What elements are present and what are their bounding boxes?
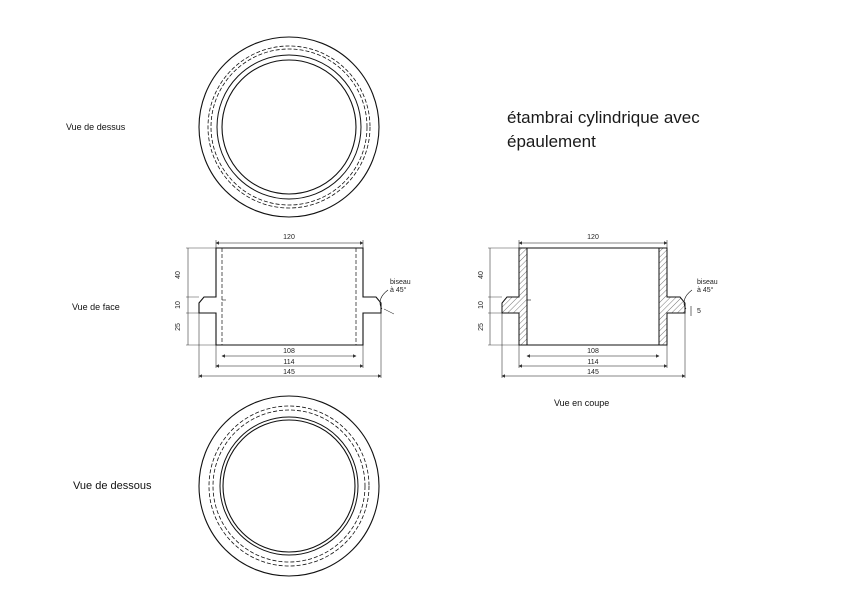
front-dim-108: 108 xyxy=(283,348,295,355)
top-hidden-circle xyxy=(210,48,368,206)
bottom-hidden-circle-1 xyxy=(208,405,370,567)
section-left-wall xyxy=(501,247,528,346)
bottom-inner-circle xyxy=(222,419,356,553)
section-dim-114: 114 xyxy=(587,359,598,366)
bottom-hidden-circle-2 xyxy=(212,409,366,563)
section-right-wall xyxy=(658,247,686,346)
top-bore-outer-circle xyxy=(216,54,362,200)
front-outline xyxy=(198,247,382,346)
bottom-mid-circle xyxy=(219,416,359,556)
section-view-dimensions: 120 108 114 145 40 10 25 5 biseau à 45° xyxy=(478,234,718,376)
front-bevel-label-1: biseau xyxy=(390,279,411,286)
front-dim-10: 10 xyxy=(175,301,182,309)
front-dim-40: 40 xyxy=(175,271,182,279)
drawing-title-line-2: épaulement xyxy=(507,132,596,151)
bottom-view-drawing xyxy=(198,395,380,577)
front-bevel-label-2: à 45° xyxy=(390,286,407,294)
top-view-label: Vue de dessus xyxy=(66,122,126,132)
front-dim-145: 145 xyxy=(283,369,295,376)
section-dim-145: 145 xyxy=(587,369,599,376)
front-dim-120: 120 xyxy=(283,234,295,241)
top-inner-circle xyxy=(221,59,357,195)
section-bevel-label-1: biseau xyxy=(697,279,718,286)
front-dim-114: 114 xyxy=(283,359,294,366)
top-view-drawing xyxy=(198,36,380,218)
section-dim-108: 108 xyxy=(587,348,599,355)
front-view-dimensions: 120 108 114 145 40 10 25 biseau à 45° xyxy=(175,234,411,376)
bottom-outer-circle xyxy=(198,395,380,577)
front-view-drawing xyxy=(186,240,395,378)
section-view-drawing xyxy=(488,240,693,378)
bottom-view-label: Vue de dessous xyxy=(73,480,152,492)
section-dim-25: 25 xyxy=(478,323,485,331)
drawing-title-line-1: étambrai cylindrique avec xyxy=(507,108,700,127)
section-bevel-label-2: à 45° xyxy=(697,286,714,294)
section-dim-120: 120 xyxy=(587,234,599,241)
section-dim-10: 10 xyxy=(478,301,485,309)
front-view-label: Vue de face xyxy=(72,302,120,312)
top-shoulder-hidden-circle xyxy=(207,45,371,209)
section-view-label: Vue en coupe xyxy=(554,398,610,408)
section-dim-5: 5 xyxy=(697,308,701,315)
section-dim-40: 40 xyxy=(478,271,485,279)
top-outer-circle xyxy=(198,36,380,218)
front-dim-25: 25 xyxy=(175,323,182,331)
